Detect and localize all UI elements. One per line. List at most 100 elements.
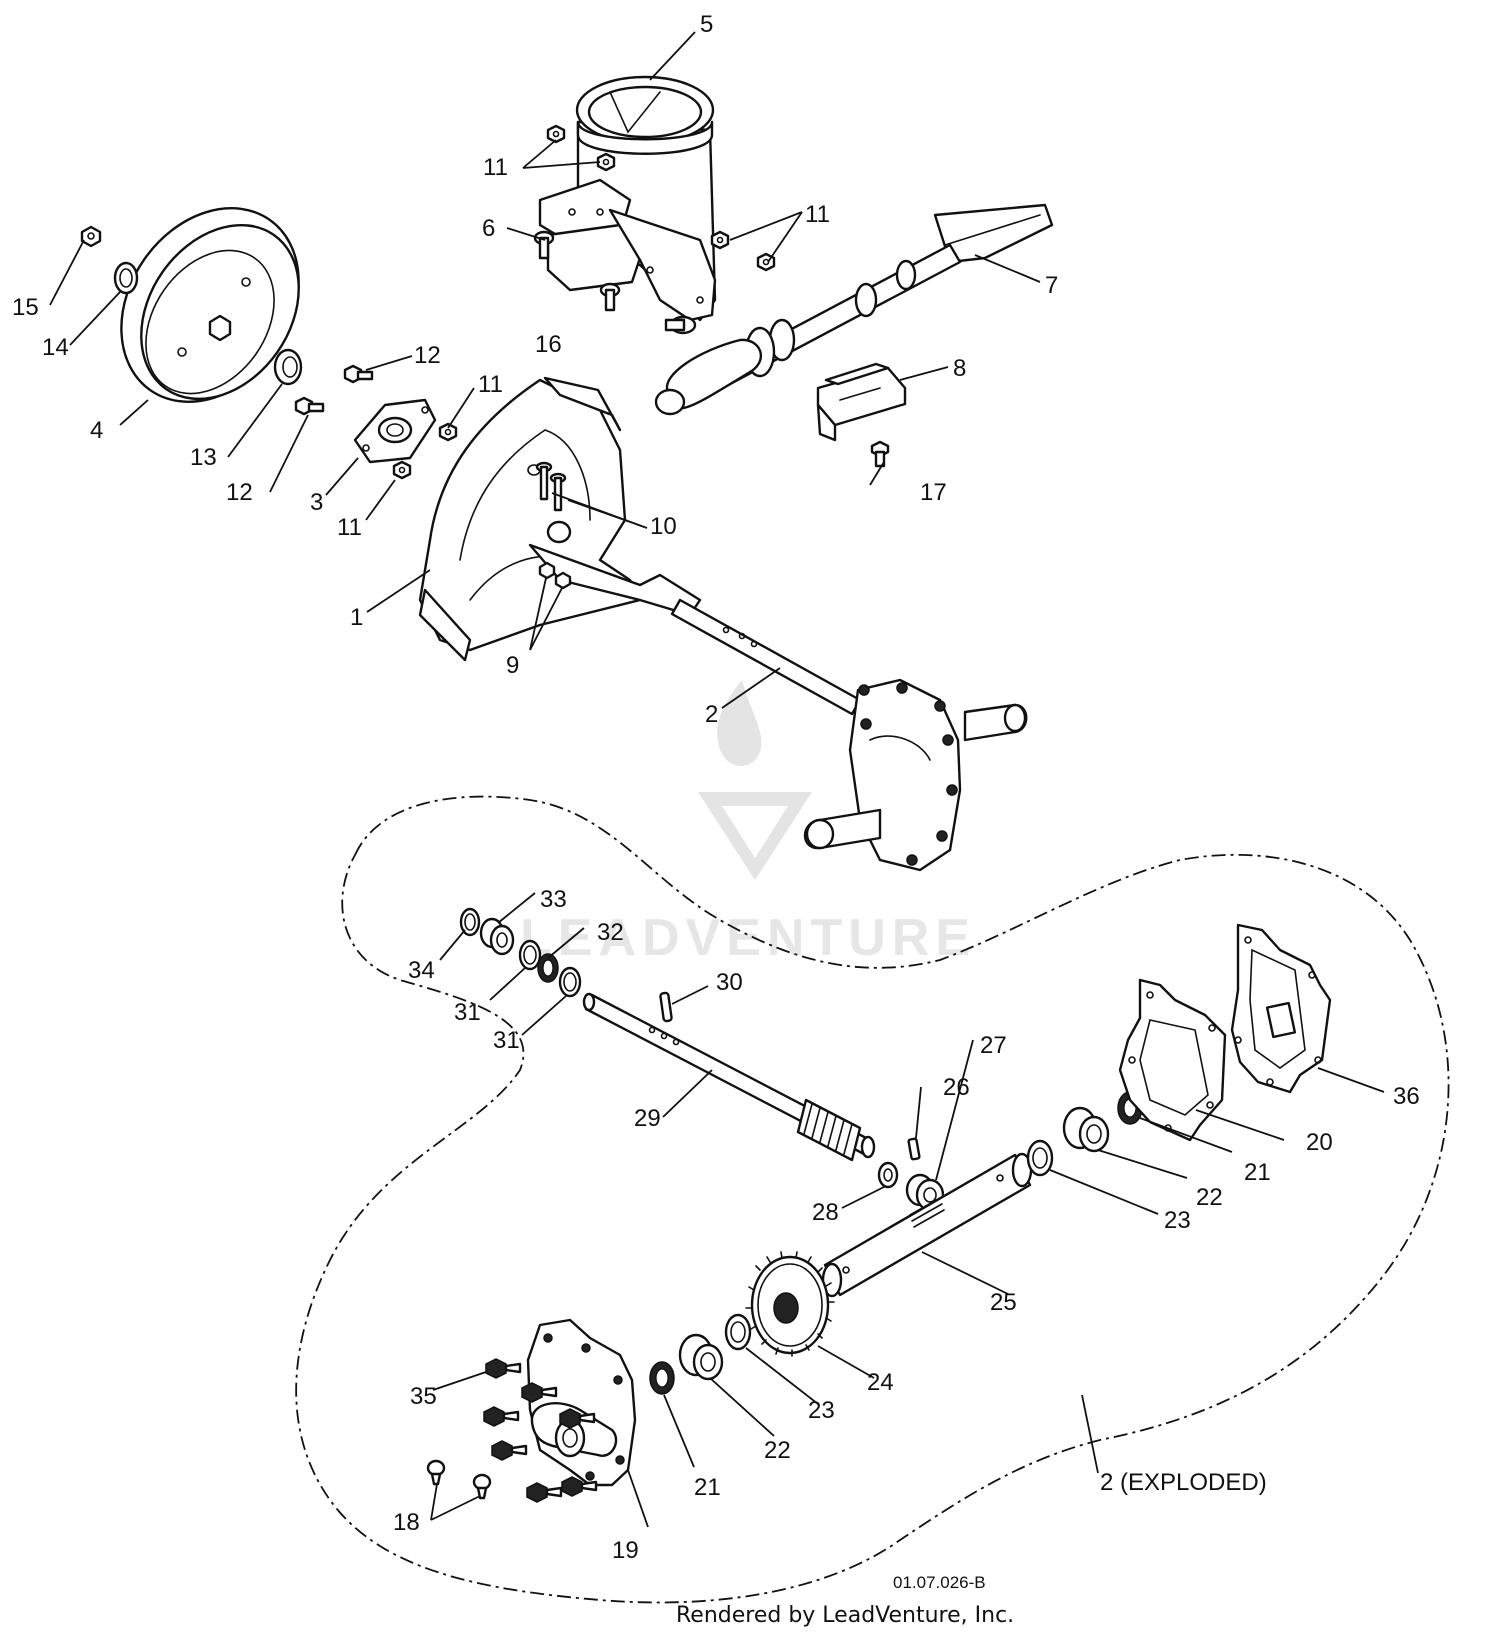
- callout-21-left: 21: [694, 1474, 721, 1501]
- exploded-view-boundary: [295, 795, 1450, 1604]
- callout-12-top: 12: [414, 342, 441, 369]
- hex-nut: [554, 571, 572, 590]
- callout-30: 30: [716, 969, 743, 996]
- carriage-bolt: [533, 230, 555, 260]
- callout-6: 6: [482, 215, 495, 242]
- self-tapping-screw: [526, 1482, 563, 1503]
- hex-nut: [392, 460, 412, 480]
- callout-11-flange: 11: [337, 514, 362, 541]
- callout-11-housing: 11: [478, 371, 503, 398]
- crank-bracket: [816, 362, 907, 442]
- callout-31-bottom: 31: [493, 1027, 520, 1054]
- callout-18: 18: [393, 1509, 420, 1536]
- screw: [870, 440, 890, 468]
- self-tapping-screw: [521, 1382, 558, 1403]
- callout-36: 36: [1393, 1083, 1420, 1110]
- hex-bolt: [343, 364, 374, 384]
- callout-20: 20: [1306, 1129, 1333, 1156]
- callout-2: 2: [705, 701, 718, 728]
- callout-23-left: 23: [808, 1397, 835, 1424]
- hex-nut: [438, 422, 458, 442]
- plug: [426, 1459, 446, 1486]
- callout-2-exploded: 2 (EXPLODED): [1100, 1469, 1267, 1496]
- callout-1: 1: [350, 604, 363, 631]
- oil-seal: [537, 953, 559, 983]
- callout-4: 4: [90, 417, 103, 444]
- washer: [459, 907, 481, 937]
- callout-31-top: 31: [454, 999, 481, 1026]
- washer: [877, 1161, 899, 1189]
- gearbox-housing-half: [526, 1318, 637, 1487]
- thrust-washer: [1026, 1139, 1054, 1177]
- hex-nut: [546, 124, 566, 144]
- callout-10: 10: [650, 513, 677, 540]
- self-tapping-screw: [559, 1408, 596, 1429]
- callout-35: 35: [410, 1383, 437, 1410]
- worm-gear: [745, 1251, 835, 1357]
- callout-32: 32: [597, 919, 624, 946]
- bearing: [273, 348, 303, 386]
- roll-pin: [659, 991, 673, 1023]
- callout-25: 25: [990, 1289, 1017, 1316]
- watermark-text: LEADVENTURE: [520, 909, 976, 967]
- auger-housing: [418, 376, 702, 662]
- shoulder-bolt: [535, 461, 553, 501]
- callout-7: 7: [1045, 272, 1058, 299]
- hex-nut: [596, 152, 616, 172]
- plug: [472, 1473, 492, 1500]
- callout-17: 17: [920, 479, 947, 506]
- gasket: [1118, 978, 1227, 1142]
- thrust-washer: [724, 1313, 752, 1351]
- lock-nut: [80, 225, 102, 248]
- callout-26: 26: [943, 1074, 970, 1101]
- gearbox-assembly: [670, 598, 1028, 872]
- callout-14: 14: [42, 334, 69, 361]
- callout-21-right: 21: [1244, 1159, 1271, 1186]
- callout-19: 19: [612, 1537, 639, 1564]
- self-tapping-screw: [483, 1406, 520, 1427]
- flange-bushing: [678, 1333, 724, 1381]
- drawing-code: 01.07.026-B: [893, 1573, 986, 1592]
- bushing: [479, 917, 515, 956]
- hex-nut: [710, 230, 730, 250]
- key: [907, 1137, 921, 1161]
- callout-15: 15: [12, 294, 39, 321]
- chute-crank: [654, 203, 1054, 416]
- thrust-washer: [518, 939, 542, 971]
- callout-11-chute: 11: [483, 154, 508, 181]
- oil-seal: [649, 1361, 675, 1395]
- bearing-washer: [113, 261, 139, 295]
- callout-29: 29: [634, 1105, 661, 1132]
- flange-bushing: [1062, 1106, 1110, 1153]
- callout-33: 33: [540, 886, 567, 913]
- worm-shaft: [582, 992, 876, 1162]
- self-tapping-screw: [485, 1358, 522, 1379]
- auger-pulley: [120, 207, 300, 403]
- carriage-bolt: [599, 282, 621, 312]
- callout-12-bottom: 12: [226, 479, 253, 506]
- callout-28: 28: [812, 1199, 839, 1226]
- watermark-logo: [698, 680, 812, 880]
- gearbox-housing-half: [1230, 923, 1332, 1094]
- callout-22-right: 22: [1196, 1184, 1223, 1211]
- callout-22-left: 22: [764, 1437, 791, 1464]
- callout-13: 13: [190, 444, 217, 471]
- render-credit: Rendered by LeadVenture, Inc.: [676, 1603, 1014, 1628]
- callout-labels: 1 2 3 4 5 6 7 8 9 10 11 11 11 11 12 12 1…: [12, 11, 1420, 1564]
- callout-27: 27: [980, 1032, 1007, 1059]
- callout-9: 9: [506, 652, 519, 679]
- bearing-flange: [353, 398, 437, 464]
- self-tapping-screw: [561, 1476, 598, 1497]
- leader-lines: [49, 31, 1385, 1528]
- callout-23-right: 23: [1164, 1207, 1191, 1234]
- hex-bolt: [294, 396, 325, 416]
- thrust-washer: [558, 966, 582, 998]
- hex-nut: [538, 561, 556, 580]
- callout-16: 16: [535, 331, 562, 358]
- shoulder-bolt: [549, 472, 567, 512]
- callout-5: 5: [700, 11, 713, 38]
- carriage-bolt: [664, 315, 697, 335]
- callout-34: 34: [408, 957, 435, 984]
- callout-8: 8: [953, 355, 966, 382]
